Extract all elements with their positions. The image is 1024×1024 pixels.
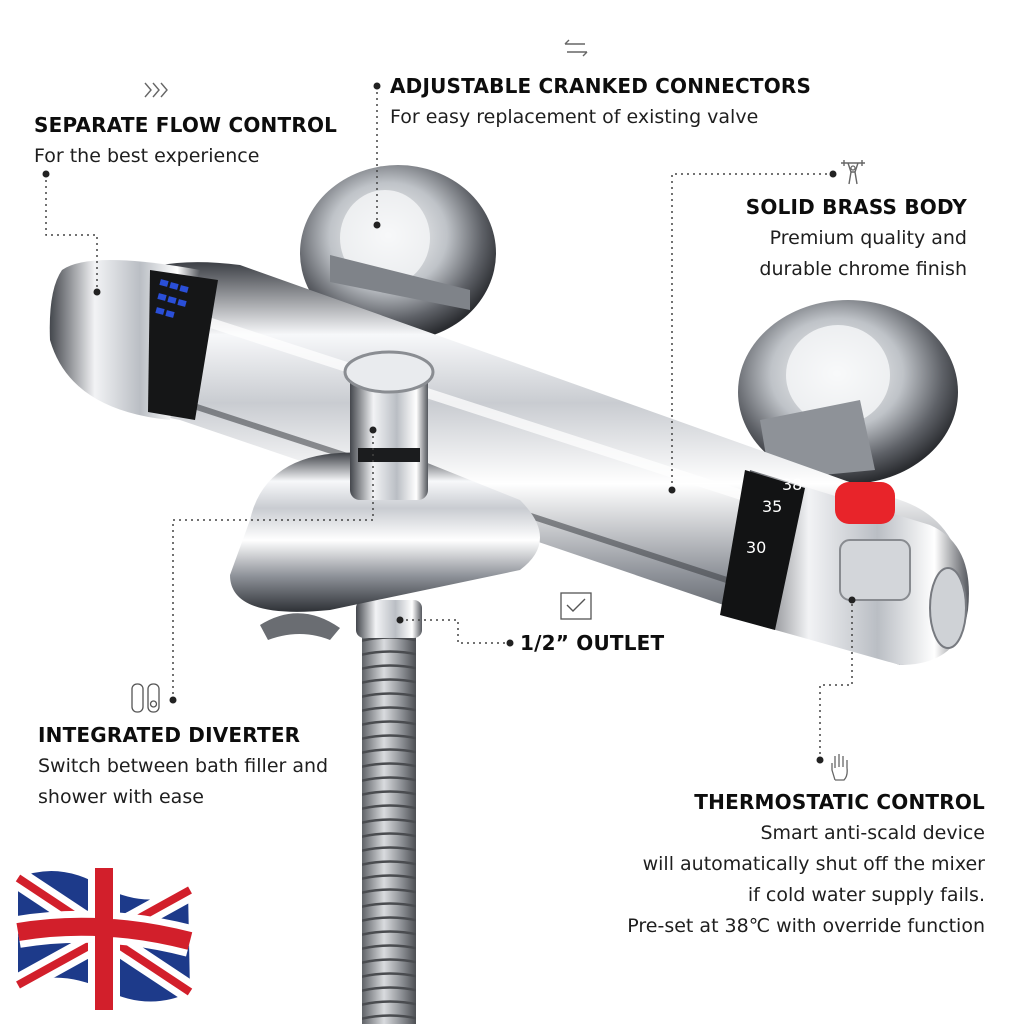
- thermostatic-desc-line: Pre-set at 38℃ with override function: [627, 915, 985, 937]
- swap-arrows-icon: [564, 39, 588, 57]
- feature-cranked-connectors: ADJUSTABLE CRANKED CONNECTORS For easy r…: [390, 71, 811, 133]
- thermostatic-desc-line: Smart anti-scald device: [760, 822, 985, 844]
- connectors-desc: For easy replacement of existing valve: [390, 106, 759, 128]
- feature-brass-body: SOLID BRASS BODY Premium quality and dur…: [746, 192, 967, 285]
- hand-icon: [831, 754, 848, 781]
- feature-diverter: INTEGRATED DIVERTER Switch between bath …: [38, 720, 328, 813]
- feature-thermostatic: THERMOSTATIC CONTROL Smart anti-scald de…: [627, 787, 985, 942]
- outlet-title: 1/2” OUTLET: [520, 631, 665, 655]
- diverter-desc-line: Switch between bath filler and: [38, 755, 329, 777]
- checkbox-icon: [560, 592, 592, 620]
- diverter-desc-line: shower with ease: [38, 786, 204, 808]
- diverter-title: INTEGRATED DIVERTER: [38, 723, 301, 747]
- chevrons-right-icon: [144, 82, 168, 98]
- thermostatic-desc-line: if cold water supply fails.: [747, 884, 985, 906]
- brass-desc-line: durable chrome finish: [759, 258, 967, 280]
- thermostatic-title: THERMOSTATIC CONTROL: [694, 790, 985, 814]
- diverter-knob: [350, 370, 428, 500]
- brass-title: SOLID BRASS BODY: [745, 195, 967, 219]
- flow-control-desc: For the best experience: [34, 145, 260, 167]
- dial-mark-30: 30: [746, 538, 766, 557]
- feature-outlet: 1/2” OUTLET: [520, 628, 664, 659]
- brass-desc-line: Premium quality and: [769, 227, 967, 249]
- shower-hose: [362, 625, 416, 1024]
- toggle-switch-icon: [131, 683, 160, 713]
- flow-control-title: SEPARATE FLOW CONTROL: [34, 113, 338, 137]
- connectors-title: ADJUSTABLE CRANKED CONNECTORS: [390, 74, 812, 98]
- weightlifter-icon: [841, 160, 865, 185]
- thermostatic-desc-line: will automatically shut off the mixer: [642, 853, 985, 875]
- feature-flow-control: SEPARATE FLOW CONTROL For the best exper…: [34, 110, 337, 172]
- bath-spout: [230, 452, 540, 612]
- override-button: [835, 482, 895, 524]
- dial-mark-38: 38: [782, 475, 802, 494]
- union-jack-flag: [11, 868, 197, 1010]
- dial-mark-35: 35: [762, 497, 782, 516]
